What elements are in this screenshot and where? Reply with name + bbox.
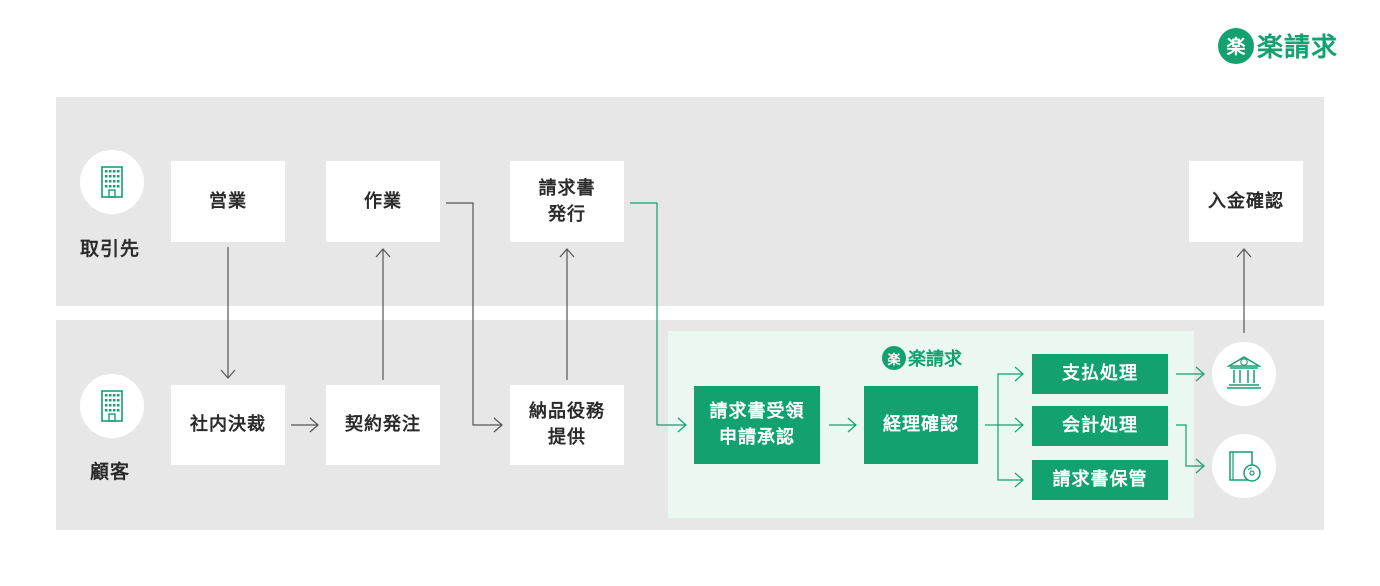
step-delivery: 納品役務 提供: [510, 385, 624, 465]
step-sales: 営業: [171, 161, 285, 242]
step-invoice-storage: 請求書保管: [1032, 460, 1168, 500]
step-accounting-processing: 会計処理: [1032, 406, 1168, 446]
step-work: 作業: [326, 161, 440, 242]
step-accounting-check-label: 経理確認: [883, 414, 959, 435]
step-invoice-receive-label-2: 申請承認: [719, 427, 795, 448]
step-contract-order: 契約発注: [326, 385, 440, 465]
step-delivery-label-1: 納品役務: [529, 401, 605, 422]
step-sales-label: 営業: [209, 190, 247, 212]
step-payment-confirm: 入金確認: [1189, 161, 1303, 242]
step-internal-approval-label: 社内決裁: [190, 414, 266, 435]
step-invoice-issue: 請求書 発行: [510, 161, 624, 242]
step-invoice-receive: 請求書受領 申請承認: [694, 386, 820, 464]
arrow-accounting-to-disc: [1176, 424, 1203, 467]
step-payment-confirm-label: 入金確認: [1208, 190, 1284, 212]
customer-building-icon: [80, 374, 144, 438]
step-invoice-storage-label: 請求書保管: [1052, 469, 1148, 490]
step-accounting-check: 経理確認: [864, 386, 978, 464]
rakuseikyu-area-logo: 楽 楽請求: [882, 345, 962, 371]
step-payment-processing-label: 支払処理: [1062, 363, 1138, 384]
supplier-building-icon: [80, 150, 144, 214]
supplier-lane-label: 取引先: [80, 238, 141, 260]
step-invoice-issue-label-2: 発行: [548, 203, 586, 225]
customer-lane-label: 顧客: [90, 461, 131, 483]
step-payment-processing: 支払処理: [1032, 354, 1168, 394]
step-accounting-processing-label: 会計処理: [1062, 415, 1138, 436]
step-delivery-label-2: 提供: [548, 427, 586, 448]
bank-icon: [1212, 342, 1276, 406]
step-invoice-issue-label-1: 請求書: [538, 177, 596, 199]
brand-mark-icon: 楽: [1218, 27, 1254, 64]
step-internal-approval: 社内決裁: [171, 385, 285, 465]
step-work-label: 作業: [364, 190, 402, 212]
arrow-split-to-storage: [997, 425, 1022, 481]
brand-logo: 楽 楽請求: [1218, 27, 1338, 64]
rakuseikyu-mark-icon: 楽: [882, 346, 906, 370]
arrow-split-to-payment: [997, 373, 1022, 425]
step-invoice-receive-label-1: 請求書受領: [709, 401, 805, 422]
arrow-work-to-delivery: [446, 202, 501, 426]
step-contract-order-label: 契約発注: [345, 414, 421, 435]
rakuseikyu-area-name: 楽請求: [908, 349, 962, 370]
brand-name: 楽請求: [1257, 33, 1339, 63]
disc-storage-icon: [1212, 434, 1276, 498]
arrow-invoice-to-receive: [630, 202, 685, 426]
